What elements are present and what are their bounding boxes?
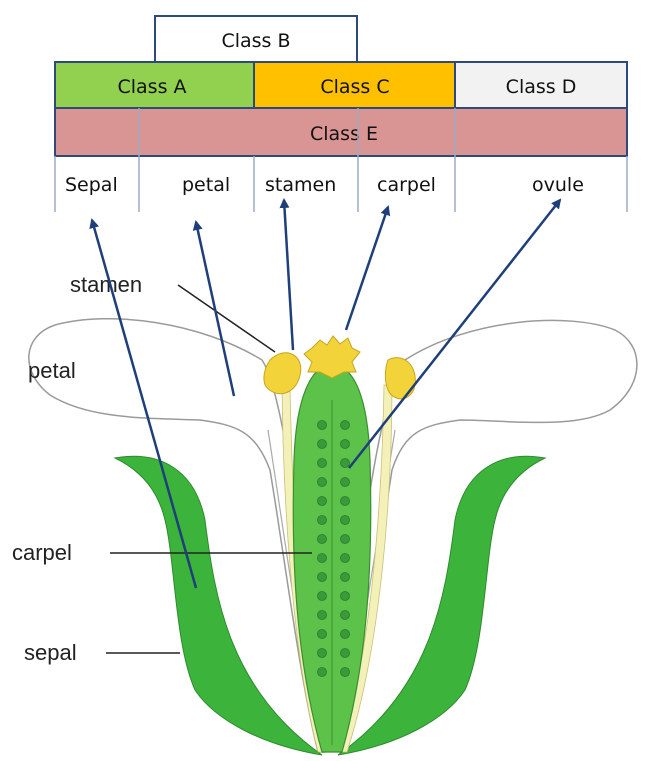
flower-label-stamen: stamen bbox=[70, 272, 142, 297]
organ-stamen-label: stamen bbox=[265, 174, 336, 196]
flower-label-petal: petal bbox=[28, 358, 76, 383]
arrow-stamen bbox=[284, 200, 293, 350]
left-anther bbox=[264, 353, 301, 394]
stigma bbox=[304, 336, 360, 378]
arrow-carpel bbox=[346, 207, 388, 330]
flower-label-carpel: carpel bbox=[12, 540, 72, 565]
class-d-label: Class D bbox=[506, 76, 577, 98]
organ-ovule-label: ovule bbox=[532, 174, 584, 196]
organ-petal-label: petal bbox=[182, 174, 230, 196]
flower-illustration: stamen petal carpel sepal bbox=[12, 272, 637, 755]
class-a-label: Class A bbox=[117, 76, 186, 98]
organ-carpel-label: carpel bbox=[377, 174, 436, 196]
class-e-label: Class E bbox=[310, 123, 378, 145]
class-table: Class B Class A Class C Class D Class E … bbox=[55, 16, 627, 212]
class-c-label: Class C bbox=[320, 76, 389, 98]
organ-sepal-label: Sepal bbox=[65, 174, 118, 196]
class-b-label: Class B bbox=[221, 30, 290, 52]
flower-label-sepal: sepal bbox=[24, 640, 77, 665]
